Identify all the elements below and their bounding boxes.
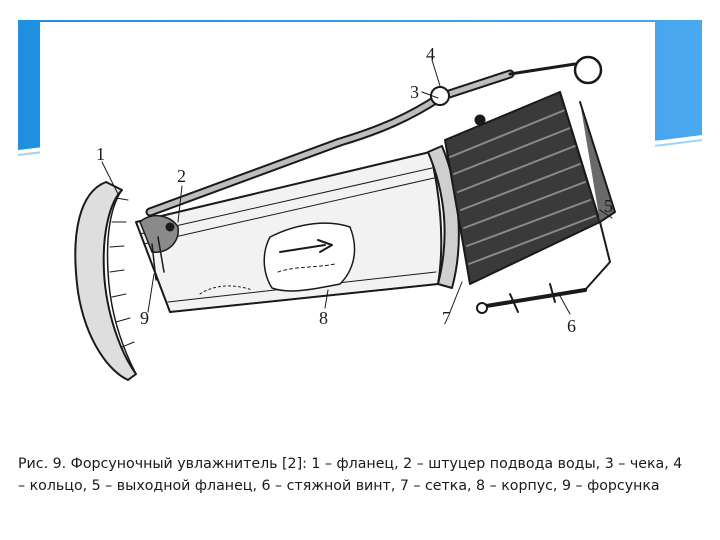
label-7: 7	[442, 308, 451, 328]
mesh-section	[444, 91, 616, 285]
label-8: 8	[319, 308, 328, 328]
humidifier-drawing: 1 2 3 4 5 6 7 8 9	[74, 44, 616, 381]
label-6: 6	[567, 316, 576, 336]
label-4: 4	[426, 44, 435, 64]
label-2: 2	[177, 166, 186, 186]
leader-lines	[101, 59, 613, 315]
top-fittings	[430, 55, 603, 126]
inlet-flange	[74, 181, 137, 381]
caption-line-2: – кольцо, 5 – выходной фланец, 6 – стяжн…	[18, 478, 660, 494]
label-5: 5	[604, 196, 613, 216]
nozzle-assembly	[139, 215, 179, 281]
main-body	[135, 151, 443, 313]
tie-screw	[476, 221, 611, 314]
label-9: 9	[140, 308, 149, 328]
caption-line-1: Рис. 9. Форсуночный увлажнитель [2]: 1 –…	[18, 456, 683, 472]
figure-caption: Рис. 9. Форсуночный увлажнитель [2]: 1 –…	[18, 453, 708, 497]
label-3: 3	[410, 82, 419, 102]
label-1: 1	[96, 144, 105, 164]
